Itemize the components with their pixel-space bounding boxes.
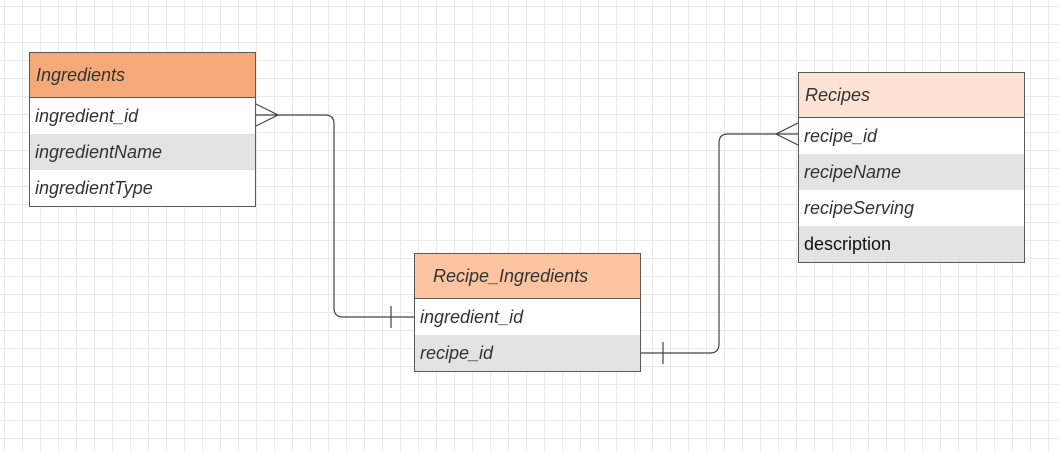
entity-ingredients[interactable]: Ingredients ingredient_id ingredientName… [29,52,256,207]
field-recipe-name[interactable]: recipeName [799,154,1024,190]
crows-foot-many-recipes [774,122,799,146]
field-ingredient-name[interactable]: ingredientName [30,134,255,170]
field-ingredient-id[interactable]: ingredient_id [420,306,524,327]
field-recipe-id[interactable]: recipe_id [415,335,640,371]
entity-recipes[interactable]: Recipes recipe_id recipeName recipeServi… [798,72,1025,263]
crows-foot-many-ingredients [255,103,280,127]
entity-recipe-ingredients[interactable]: Recipe_Ingredients ingredient_id recipe_… [414,253,641,372]
field-ingredient-id[interactable]: ingredient_id [35,105,139,126]
entity-title[interactable]: Recipes [799,73,1024,118]
entity-title[interactable]: Ingredients [30,53,255,98]
connector-ingredients-to-recipe-ingredients[interactable] [256,114,414,318]
field-description[interactable]: description [799,226,1024,262]
field-recipe-serving[interactable]: recipeServing [804,197,915,218]
connector-recipes-to-recipe-ingredients[interactable] [641,133,798,354]
entity-title[interactable]: Recipe_Ingredients [415,254,640,299]
field-recipe-id[interactable]: recipe_id [804,125,878,146]
field-ingredient-type[interactable]: ingredientType [35,177,153,198]
